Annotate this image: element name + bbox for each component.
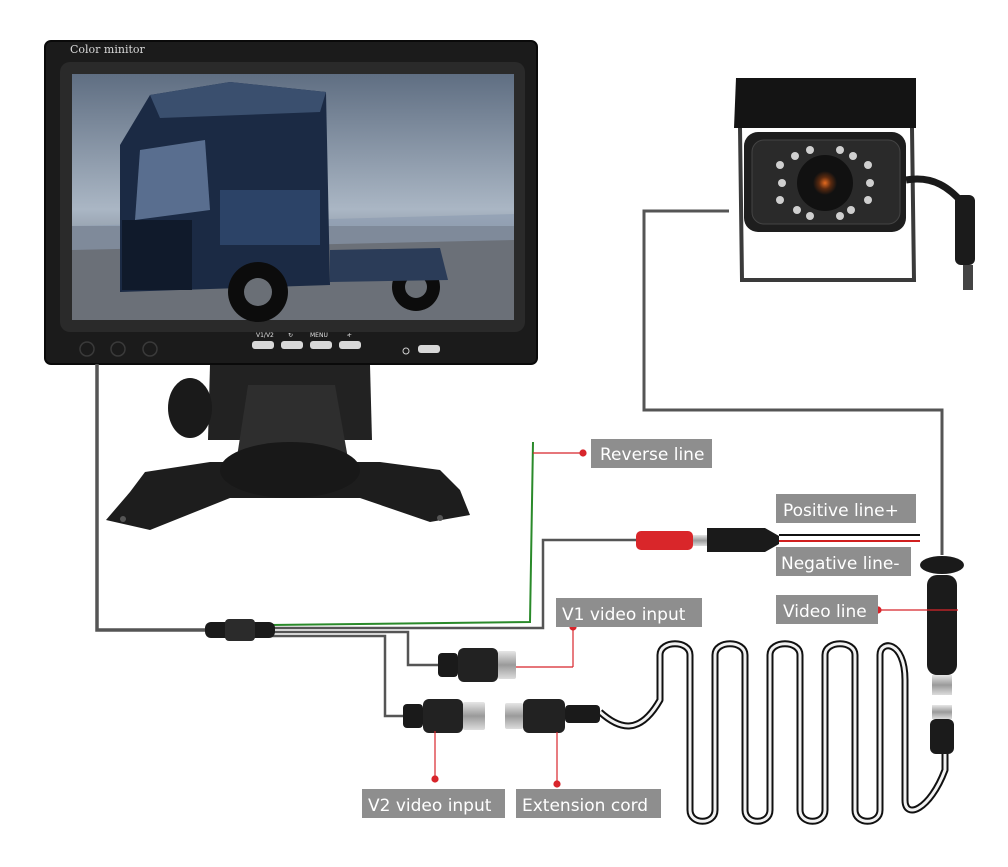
backup-camera [734,78,975,290]
v1-video-input-label: V1 video input [562,605,686,625]
v2-video-connector [403,699,485,733]
reverse-line-label: Reverse line [600,445,704,465]
extension-cord-marker [553,780,561,788]
monitor-screen [72,74,514,322]
menu-button[interactable] [310,341,332,349]
v1v2-button[interactable] [252,341,274,349]
monitor-cable [95,364,210,632]
power-icon [402,347,410,355]
wires [95,209,949,825]
camera-sun-visor [734,78,916,128]
label-reverse-line: Reverse line [591,439,712,468]
video-line-label: Video line [783,602,867,622]
v2-video-input-label: V2 video input [368,796,492,816]
female-dc-plug [636,531,693,550]
monitor-stand [106,365,470,530]
callout-lines [431,449,958,788]
sensor-dot-icon [142,341,158,357]
male-dc-plug [707,528,779,552]
monitor-brand-text: Color minitor [70,43,146,56]
label-v1-video-input: V1 video input [556,598,702,627]
minus-button-label: - [347,332,349,339]
monitor: Color minitor [44,40,538,365]
label-positive-line: Positive line+ [776,494,916,523]
truck-image [120,82,448,322]
ir-leds [776,146,874,220]
camera-video-connector [920,556,964,754]
label-video-line: Video line [776,595,878,624]
label-negative-line: Negative line- [776,547,911,576]
camera-bracket [738,127,917,282]
negative-line-label: Negative line- [781,554,900,574]
tilt-knob [168,378,212,438]
dc-power-connector [636,528,779,552]
splitter-connector [205,619,275,641]
sensor-dot-icon [110,341,126,357]
v1-wire [270,630,440,667]
power-button[interactable] [418,345,440,353]
monitor-buttons: V1/V2 ↻ MENU - + [79,332,440,357]
label-extension-cord: Extension cord [516,789,661,818]
v2-input-marker [431,775,439,783]
positive-line-label: Positive line+ [783,501,899,521]
extension-cord-connector [505,699,600,733]
minus-button[interactable] [339,341,361,349]
plus-button-label: + [347,332,352,339]
v2-wire [270,634,405,718]
v1-video-connector [438,648,516,682]
camera-lens [813,171,837,195]
reverse-wire-green [269,441,534,626]
power-wire [270,538,638,630]
extension-cord-label: Extension cord [522,796,648,816]
camera-cable [642,209,944,555]
rotate-button[interactable] [281,341,303,349]
v1v2-button-label: V1/V2 [256,332,274,339]
menu-button-label: MENU [310,332,328,339]
sensor-dot-icon [79,341,95,357]
label-v2-video-input: V2 video input [362,789,505,818]
rotate-button-label: ↻ [288,332,293,339]
reverse-line-marker [579,449,587,457]
